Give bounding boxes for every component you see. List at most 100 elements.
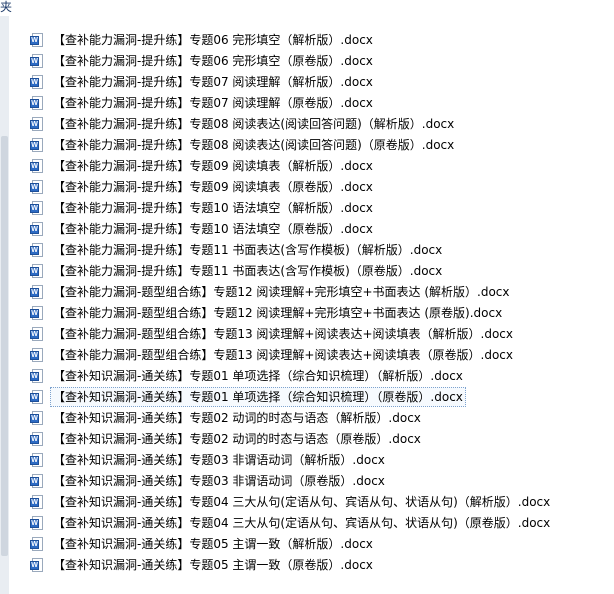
file-list-item[interactable]: W 【查补知识漏洞-通关练】专题04 三大从句(定语从句、宾语从句、状语从句)（解… xyxy=(30,491,553,512)
file-name[interactable]: 【查补能力漏洞-提升练】专题11 书面表达(含写作模板)（原卷版）.docx xyxy=(53,263,443,278)
file-list-item[interactable]: W 【查补知识漏洞-通关练】专题01 单项选择（综合知识梳理）（原卷版）.docx xyxy=(30,386,553,407)
word-document-icon: W xyxy=(30,389,44,404)
word-badge-icon: W xyxy=(30,119,39,129)
word-document-icon: W xyxy=(30,242,44,257)
navigation-pane-scrollbar[interactable] xyxy=(0,16,9,594)
file-list-item[interactable]: W 【查补能力漏洞-提升练】专题09 阅读填表（原卷版）.docx xyxy=(30,176,553,197)
word-document-icon: W xyxy=(30,116,44,131)
word-document-icon: W xyxy=(30,179,44,194)
file-name[interactable]: 【查补知识漏洞-通关练】专题04 三大从句(定语从句、宾语从句、状语从句)（原卷… xyxy=(53,515,551,530)
word-document-icon: W xyxy=(30,368,44,383)
word-badge-icon: W xyxy=(30,140,39,150)
file-list-item[interactable]: W 【查补能力漏洞-提升练】专题08 阅读表达(阅读回答问题)（解析版）.docx xyxy=(30,113,553,134)
word-document-icon: W xyxy=(30,32,44,47)
word-document-icon: W xyxy=(30,557,44,572)
file-name[interactable]: 【查补能力漏洞-提升练】专题09 阅读填表（原卷版）.docx xyxy=(53,179,373,194)
word-badge-icon: W xyxy=(30,287,39,297)
word-document-icon: W xyxy=(30,137,44,152)
file-list-item[interactable]: W 【查补能力漏洞-题型组合练】专题13 阅读理解+阅读表达+阅读填表（解析版）.… xyxy=(30,323,553,344)
file-name[interactable]: 【查补能力漏洞-提升练】专题09 阅读填表（解析版）.docx xyxy=(53,158,373,173)
word-badge-icon: W xyxy=(30,350,39,360)
file-name[interactable]: 【查补能力漏洞-提升练】专题08 阅读表达(阅读回答问题)（解析版）.docx xyxy=(53,116,455,131)
word-badge-icon: W xyxy=(30,224,39,234)
file-list-item[interactable]: W 【查补知识漏洞-通关练】专题01 单项选择（综合知识梳理）（解析版）.docx xyxy=(30,365,553,386)
word-document-icon: W xyxy=(30,494,44,509)
word-badge-icon: W xyxy=(30,35,39,45)
word-badge-icon: W xyxy=(30,413,39,423)
word-document-icon: W xyxy=(30,305,44,320)
word-document-icon: W xyxy=(30,74,44,89)
file-name[interactable]: 【查补能力漏洞-提升练】专题07 阅读理解（原卷版）.docx xyxy=(53,95,373,110)
file-name[interactable]: 【查补知识漏洞-通关练】专题02 动词的时态与语态（解析版）.docx xyxy=(53,410,421,425)
file-list-item[interactable]: W 【查补能力漏洞-题型组合练】专题12 阅读理解+完形填空+书面表达 (解析版）… xyxy=(30,281,553,302)
file-list-item[interactable]: W 【查补能力漏洞-提升练】专题08 阅读表达(阅读回答问题)（原卷版）.docx xyxy=(30,134,553,155)
word-badge-icon: W xyxy=(30,98,39,108)
file-list-item[interactable]: W 【查补能力漏洞-提升练】专题06 完形填空（原卷版）.docx xyxy=(30,50,553,71)
file-list-item[interactable]: W 【查补知识漏洞-通关练】专题03 非谓语动词（解析版）.docx xyxy=(30,449,553,470)
word-badge-icon: W xyxy=(30,560,39,570)
word-document-icon: W xyxy=(30,200,44,215)
word-document-icon: W xyxy=(30,410,44,425)
file-name[interactable]: 【查补能力漏洞-提升练】专题06 完形填空（解析版）.docx xyxy=(53,32,373,47)
file-list-item[interactable]: W【查补能力漏洞-提升练】专题11 书面表达(含写作模板)（原卷版）.docx xyxy=(30,260,553,281)
word-badge-icon: W xyxy=(30,182,39,192)
word-badge-icon: W xyxy=(30,161,39,171)
file-list-item[interactable]: W【查补知识漏洞-通关练】专题05 主谓一致（解析版）.docx xyxy=(30,533,553,554)
file-name[interactable]: 【查补知识漏洞-通关练】专题03 非谓语动词（解析版）.docx xyxy=(53,452,385,467)
file-name[interactable]: 【查补能力漏洞-题型组合练】专题12 阅读理解+完形填空+书面表达 (原卷版).… xyxy=(53,305,503,320)
word-badge-icon: W xyxy=(30,476,39,486)
file-list-item[interactable]: W 【查补知识漏洞-通关练】专题02 动词的时态与语态（解析版）.docx xyxy=(30,407,553,428)
file-list-item[interactable]: W 【查补能力漏洞-题型组合练】专题12 阅读理解+完形填空+书面表达 (原卷版)… xyxy=(30,302,553,323)
file-name[interactable]: 【查补能力漏洞-提升练】专题06 完形填空（原卷版）.docx xyxy=(53,53,373,68)
file-list-item[interactable]: W 【查补知识漏洞-通关练】专题04 三大从句(定语从句、宾语从句、状语从句)（原… xyxy=(30,512,553,533)
word-badge-icon: W xyxy=(30,56,39,66)
file-list-item[interactable]: W 【查补知识漏洞-通关练】专题05 主谓一致（原卷版）.docx xyxy=(30,554,553,575)
file-list-item[interactable]: W 【查补能力漏洞-提升练】专题07 阅读理解（解析版）.docx xyxy=(30,71,553,92)
word-badge-icon: W xyxy=(30,392,39,402)
file-name[interactable]: 【查补能力漏洞-提升练】专题07 阅读理解（解析版）.docx xyxy=(53,74,373,89)
file-name[interactable]: 【查补知识漏洞-通关练】专题05 主谓一致（解析版）.docx xyxy=(53,536,373,551)
scrollbar-thumb[interactable] xyxy=(1,136,8,556)
folder-title: 夹 xyxy=(0,0,13,14)
file-name[interactable]: 【查补能力漏洞-提升练】专题08 阅读表达(阅读回答问题)（原卷版）.docx xyxy=(53,137,455,152)
file-name[interactable]: 【查补能力漏洞-提升练】专题11 书面表达(含写作模板)（解析版）.docx xyxy=(53,242,443,257)
word-document-icon: W xyxy=(30,158,44,173)
file-list-item[interactable]: W 【查补知识漏洞-通关练】专题02 动词的时态与语态（原卷版）.docx xyxy=(30,428,553,449)
word-badge-icon: W xyxy=(30,371,39,381)
word-document-icon: W xyxy=(30,347,44,362)
file-name[interactable]: 【查补能力漏洞-提升练】专题10 语法填空（原卷版）.docx xyxy=(53,221,373,236)
file-list-item[interactable]: W 【查补能力漏洞-提升练】专题07 阅读理解（原卷版）.docx xyxy=(30,92,553,113)
header-strip: 夹 xyxy=(0,0,614,16)
file-name[interactable]: 【查补知识漏洞-通关练】专题04 三大从句(定语从句、宾语从句、状语从句)（解析… xyxy=(53,494,551,509)
file-list-item[interactable]: W 【查补能力漏洞-提升练】专题11 书面表达(含写作模板)（解析版）.docx xyxy=(30,239,553,260)
file-name[interactable]: 【查补知识漏洞-通关练】专题05 主谓一致（原卷版）.docx xyxy=(53,557,373,572)
word-document-icon: W xyxy=(30,284,44,299)
word-badge-icon: W xyxy=(30,308,39,318)
file-name[interactable]: 【查补能力漏洞-题型组合练】专题13 阅读理解+阅读表达+阅读填表（原卷版）.d… xyxy=(53,347,513,362)
file-list-item[interactable]: W 【查补能力漏洞-提升练】专题10 语法填空（原卷版）.docx xyxy=(30,218,553,239)
word-document-icon: W xyxy=(30,431,44,446)
word-badge-icon: W xyxy=(30,434,39,444)
file-name[interactable]: 【查补能力漏洞-题型组合练】专题13 阅读理解+阅读表达+阅读填表（解析版）.d… xyxy=(53,326,513,341)
word-document-icon: W xyxy=(30,515,44,530)
file-list-item[interactable]: W 【查补能力漏洞-提升练】专题09 阅读填表（解析版）.docx xyxy=(30,155,553,176)
file-name[interactable]: 【查补知识漏洞-通关练】专题02 动词的时态与语态（原卷版）.docx xyxy=(53,431,421,446)
file-name[interactable]: 【查补知识漏洞-通关练】专题01 单项选择（综合知识梳理）（解析版）.docx xyxy=(53,368,463,383)
word-document-icon: W xyxy=(30,326,44,341)
file-name[interactable]: 【查补知识漏洞-通关练】专题03 非谓语动词（原卷版）.docx xyxy=(53,473,385,488)
file-list-item[interactable]: W 【查补能力漏洞-提升练】专题06 完形填空（解析版）.docx xyxy=(30,29,553,50)
file-list-item[interactable]: W 【查补能力漏洞-题型组合练】专题13 阅读理解+阅读表达+阅读填表（原卷版）.… xyxy=(30,344,553,365)
word-badge-icon: W xyxy=(30,497,39,507)
file-list-item[interactable]: W 【查补能力漏洞-提升练】专题10 语法填空（解析版）.docx xyxy=(30,197,553,218)
file-name[interactable]: 【查补能力漏洞-题型组合练】专题12 阅读理解+完形填空+书面表达 (解析版）.… xyxy=(53,284,510,299)
word-badge-icon: W xyxy=(30,455,39,465)
word-document-icon: W xyxy=(30,452,44,467)
file-name[interactable]: 【查补知识漏洞-通关练】专题01 单项选择（综合知识梳理）（原卷版）.docx xyxy=(50,386,466,407)
word-badge-icon: W xyxy=(30,329,39,339)
word-document-icon: W xyxy=(30,473,44,488)
file-list-item[interactable]: W 【查补知识漏洞-通关练】专题03 非谓语动词（原卷版）.docx xyxy=(30,470,553,491)
file-name[interactable]: 【查补能力漏洞-提升练】专题10 语法填空（解析版）.docx xyxy=(53,200,373,215)
word-document-icon: W xyxy=(30,53,44,68)
